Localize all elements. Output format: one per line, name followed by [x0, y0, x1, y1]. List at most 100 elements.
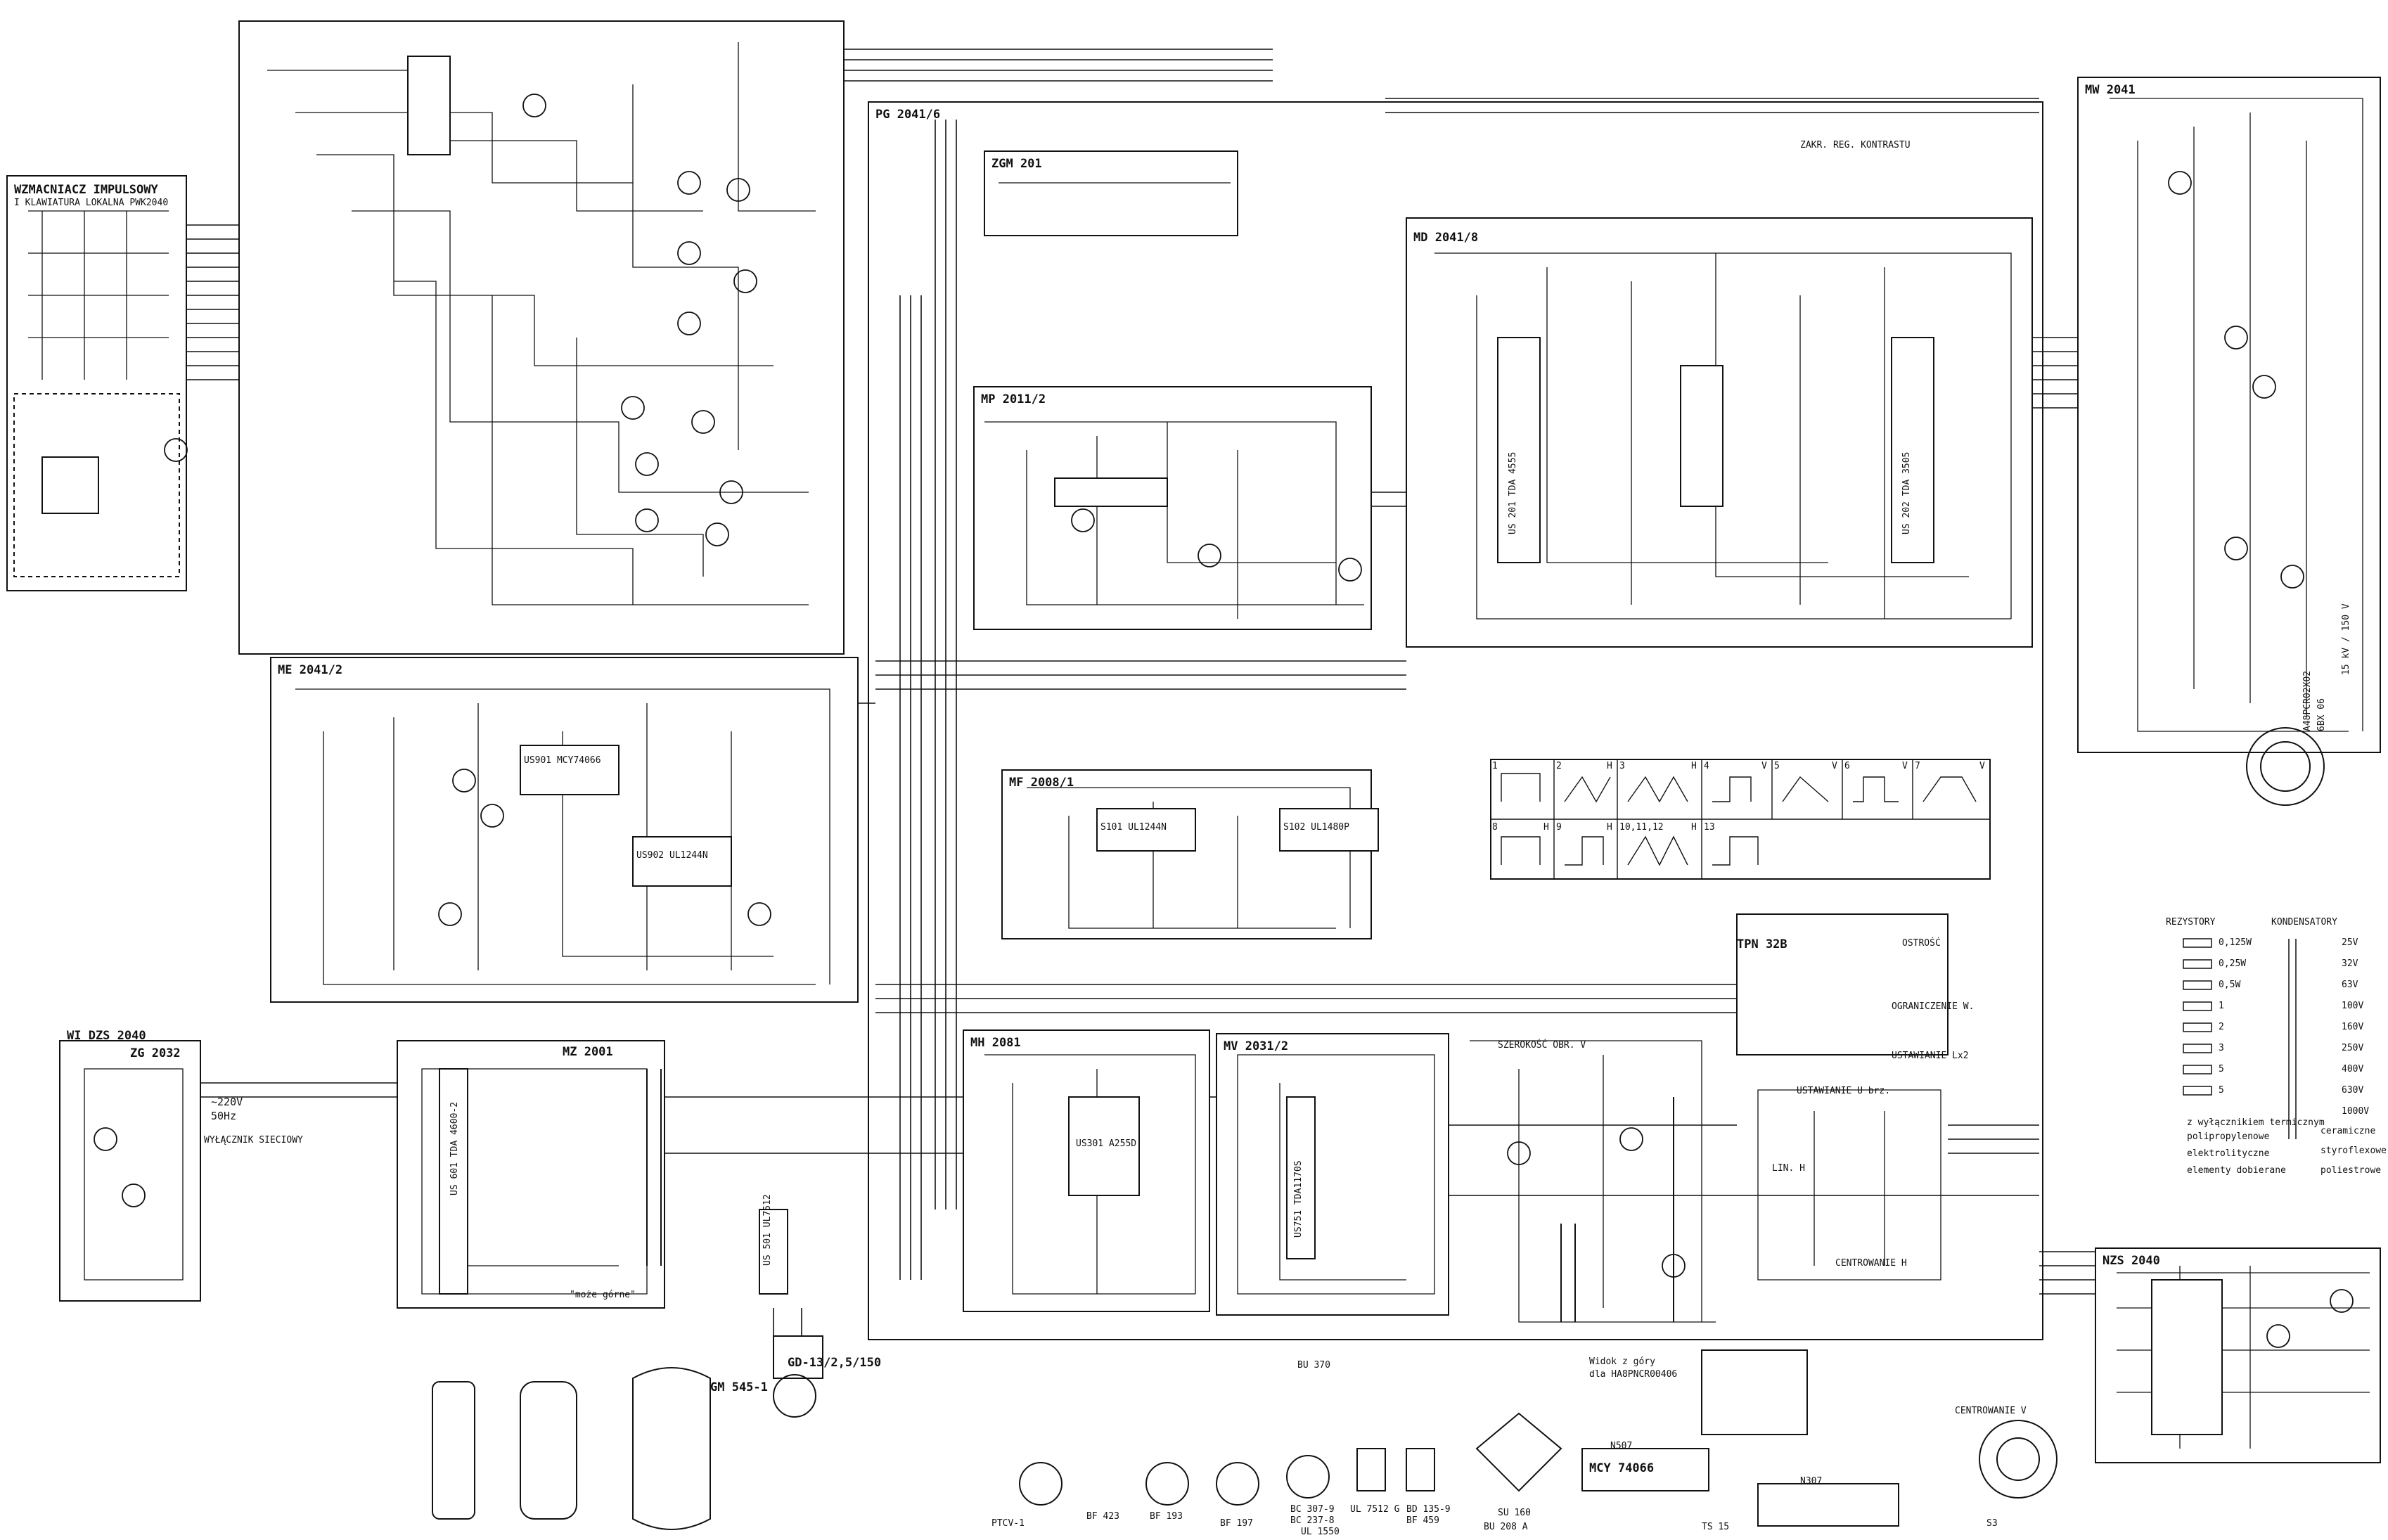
part-bf459: BF 459 [1406, 1515, 1439, 1526]
wave-3-h: H [1691, 761, 1697, 771]
mw-frame [2077, 77, 2381, 753]
crt-tube2-label: 6BX 06 [2316, 698, 2327, 731]
keyboard-dashed-box [13, 393, 180, 577]
part-n507: N507 [1610, 1441, 1633, 1451]
wave-3: 3 [1619, 761, 1625, 771]
focus-transformer-label: TPN 32B [1737, 937, 1787, 951]
ic-label-s101: S101 UL1244N [1100, 822, 1167, 833]
set-ubrz-label: USTAWIANIE U brz. [1797, 1086, 1891, 1096]
ic-tda3505 [1891, 337, 1934, 563]
focus-frame [1736, 913, 1949, 1055]
legend-c-3: 100V [2342, 1001, 2364, 1011]
wave-4: 4 [1704, 761, 1709, 771]
me-frame [270, 657, 859, 1003]
tuner-module-frame [238, 20, 845, 655]
contrast-range-label: ZAKR. REG. KONTRASTU [1800, 140, 1911, 150]
part-bf423: BF 423 [1086, 1511, 1119, 1522]
gm-label: GM 545-1 [710, 1380, 768, 1394]
ic-label-ul1244n: US902 UL1244N [636, 850, 708, 861]
mz-frame [397, 1040, 665, 1309]
legend-r-0: 0,125W [2219, 937, 2252, 948]
mains-switch-label: WYŁĄCZNIK SIECIOWY [204, 1135, 303, 1146]
mh-frame [963, 1029, 1210, 1312]
deflection-label: GD-13/2,5/150 [788, 1356, 882, 1370]
legend-capacitors-title: KONDENSATORY [2271, 917, 2337, 928]
ic-tuner [407, 56, 451, 155]
keyboard-module-subtitle: I KLAWIATURA LOKALNA PWK2040 [14, 198, 169, 208]
mp-frame [973, 386, 1372, 630]
legend-cap-type-0: ceramiczne [2320, 1126, 2376, 1136]
part-ul1550: UL 1550 [1301, 1527, 1340, 1537]
set-lx-label: USTAWIANIE Lx2 [1892, 1051, 1969, 1061]
crt-tube-label: A48PCR02X02 [2302, 670, 2313, 731]
pg-module-frame [868, 101, 2043, 1340]
ptc-label: PTCV-1 [991, 1518, 1025, 1529]
mf-frame [1001, 769, 1372, 939]
nzs-frame [2095, 1247, 2381, 1463]
wave-13: 13 [1704, 822, 1715, 833]
mod-gorne-label: "może górne" [570, 1290, 636, 1300]
wave-7-v: V [1979, 761, 1985, 771]
legend-symbols [2183, 938, 2297, 1139]
part-bu370: BU 370 [1297, 1360, 1330, 1371]
ic-tda4600 [439, 1068, 468, 1295]
ic-label-tda3505: US 202 TDA 3505 [1901, 451, 1912, 534]
ic-packages [41, 56, 2223, 1435]
ic-a255d [1068, 1096, 1140, 1196]
ic-center [1680, 365, 1723, 507]
wave-2-h: H [1607, 761, 1612, 771]
part-bf193: BF 193 [1150, 1511, 1183, 1522]
wave-2: 2 [1556, 761, 1562, 771]
wz-module-title: WI DZS 2040 [67, 1029, 146, 1043]
zgm-module-title: ZGM 201 [991, 157, 1042, 171]
ic-label-tda1170s: US751 TDA1170S [1293, 1160, 1304, 1238]
keyboard-module-frame [6, 175, 187, 591]
part-ts15: TS 15 [1702, 1522, 1730, 1532]
mf-module-title: MF 2008/1 [1009, 776, 1074, 790]
legend-c-8: 1000V [2342, 1106, 2370, 1117]
zg-module-title: ZG 2032 [130, 1046, 181, 1060]
legend-r-7: 5 [2219, 1085, 2224, 1096]
wave-1: 1 [1492, 761, 1498, 771]
part-bd135: BD 135-9 [1406, 1504, 1451, 1515]
ic-label-tda4600: US 601 TDA 4600-2 [449, 1101, 460, 1195]
legend-note-2: elektrolityczne [2187, 1148, 2270, 1159]
part-n307: N307 [1800, 1476, 1823, 1487]
part-s3: S3 [1986, 1518, 1998, 1529]
ic-tda1170s [1286, 1096, 1316, 1259]
legend-c-4: 160V [2342, 1022, 2364, 1032]
transformers [646, 1069, 1674, 1322]
keyboard-module-title: WZMACNIACZ IMPULSOWY [14, 183, 158, 197]
legend-cap-type-1: styroflexowe [2320, 1146, 2387, 1156]
legend-resistors-title: REZYSTORY [2166, 917, 2216, 928]
part-mcy74066: MCY 74066 [1589, 1461, 1655, 1475]
mh-module-title: MH 2081 [970, 1036, 1021, 1050]
wave-10-h: H [1691, 822, 1697, 833]
legend-c-2: 63V [2342, 980, 2358, 990]
legend-c-6: 400V [2342, 1064, 2364, 1074]
legend-r-5: 3 [2219, 1043, 2224, 1053]
mv-module-title: MV 2031/2 [1224, 1039, 1289, 1053]
ic-label-s102: S102 UL1480P [1283, 822, 1349, 833]
legend-note-3: elementy dobierane [2187, 1165, 2286, 1176]
voltage-label: 15 kV / 150 V [2341, 603, 2351, 675]
part-bc307: BC 307-9 [1290, 1504, 1335, 1515]
transistors [94, 94, 2354, 1348]
part-bf197: BF 197 [1220, 1518, 1253, 1529]
top-view-label: Widok z góry [1589, 1356, 1655, 1367]
bus-lines [186, 49, 2095, 1336]
wave-4-v: V [1761, 761, 1767, 771]
part-bc237: BC 237-8 [1290, 1515, 1335, 1526]
ic-ul7512 [759, 1209, 788, 1295]
legend-r-3: 1 [2219, 1001, 2224, 1011]
wave-7: 7 [1915, 761, 1920, 771]
circuit-traces [28, 42, 2370, 1449]
ic-tda4555 [1497, 337, 1541, 563]
legend-cap-type-2: poliestrowe [2320, 1165, 2382, 1176]
width-label: SZEROKOŚĆ OBR. V [1498, 1040, 1586, 1051]
mv-frame [1216, 1033, 1449, 1316]
legend-c-1: 32V [2342, 958, 2358, 969]
mz-module-title: MZ 2001 [563, 1045, 613, 1059]
ic-label-tda4555: US 201 TDA 4555 [1508, 451, 1518, 534]
ic-s102 [1279, 808, 1379, 852]
